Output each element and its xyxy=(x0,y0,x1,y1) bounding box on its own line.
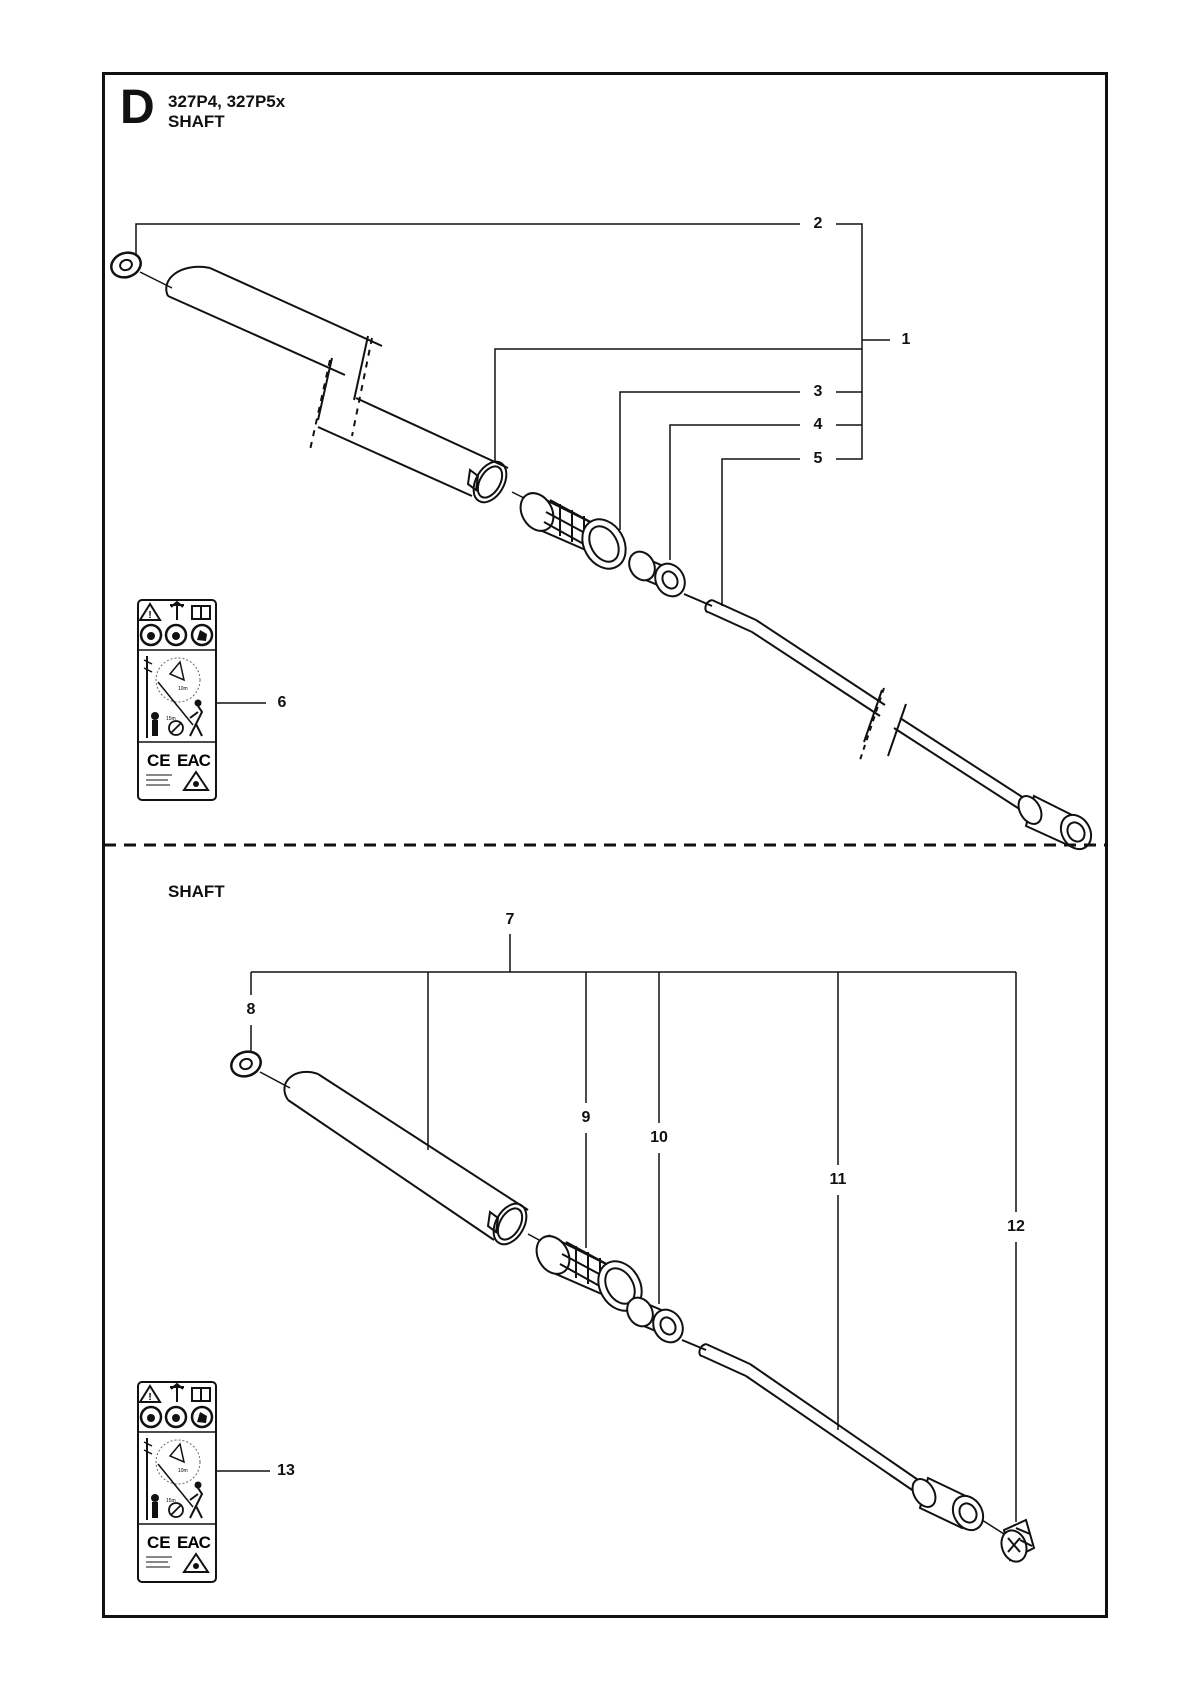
section-letter: D xyxy=(120,81,155,134)
callout-9: 9 xyxy=(581,1109,591,1126)
callout-5: 5 xyxy=(813,450,823,467)
callout-1: 1 xyxy=(901,331,911,348)
callout-4: 4 xyxy=(813,416,823,433)
part-nut-upper xyxy=(628,550,686,598)
callout-11: 11 xyxy=(829,1171,847,1188)
part-washer-lower xyxy=(230,1050,262,1078)
callout-7: 7 xyxy=(505,911,515,928)
callout-3: 3 xyxy=(813,383,823,400)
part-coupling-upper xyxy=(1017,794,1093,851)
part-driveshaft-upper xyxy=(683,593,1031,813)
callout-8: 8 xyxy=(246,1001,256,1018)
callout-6: 6 xyxy=(277,694,287,711)
part-bushing-lower xyxy=(535,1234,643,1312)
part-end-cap-lower xyxy=(1000,1518,1036,1563)
callout-13: 13 xyxy=(277,1462,295,1479)
diagram-frame xyxy=(102,72,1108,1618)
part-washer-upper xyxy=(110,251,142,279)
callout-2: 2 xyxy=(813,215,823,232)
part-bushing-upper xyxy=(519,492,627,570)
part-tube-lower xyxy=(283,1070,529,1246)
part-warning-label-upper xyxy=(136,598,218,802)
lower-section-title: SHAFT xyxy=(168,882,225,901)
part-tube-upper xyxy=(165,265,509,504)
part-driveshaft-lower xyxy=(681,1339,925,1495)
part-warning-label-lower xyxy=(136,1380,218,1584)
section-title: SHAFT xyxy=(168,112,225,131)
section-models: 327P4, 327P5x xyxy=(168,92,286,111)
callout-10: 10 xyxy=(650,1129,668,1146)
part-nut-lower xyxy=(626,1296,684,1344)
callout-12: 12 xyxy=(1007,1218,1025,1235)
part-coupling-lower xyxy=(911,1476,985,1532)
